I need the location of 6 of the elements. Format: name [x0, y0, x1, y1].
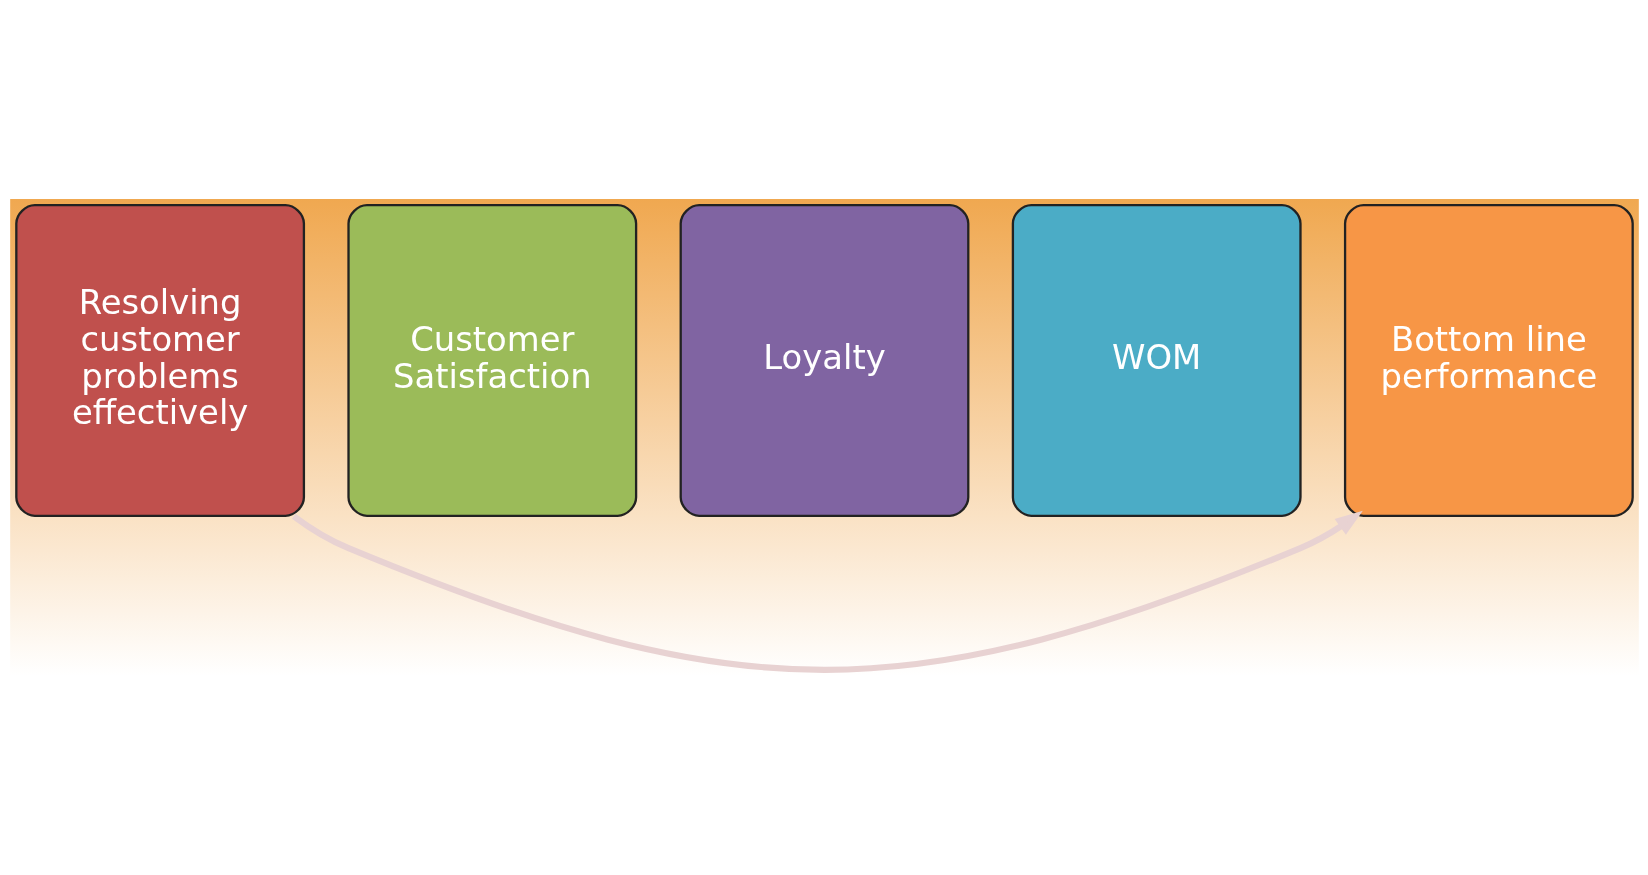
node-box: Loyalty: [679, 204, 969, 517]
node-box: Resolving customer problems effectively: [14, 204, 305, 517]
node-box: WOM: [1011, 204, 1302, 517]
node-box: Bottom line performance: [1343, 204, 1634, 517]
node-box: Customer Satisfaction: [346, 204, 637, 517]
arrow: [291, 510, 1363, 673]
